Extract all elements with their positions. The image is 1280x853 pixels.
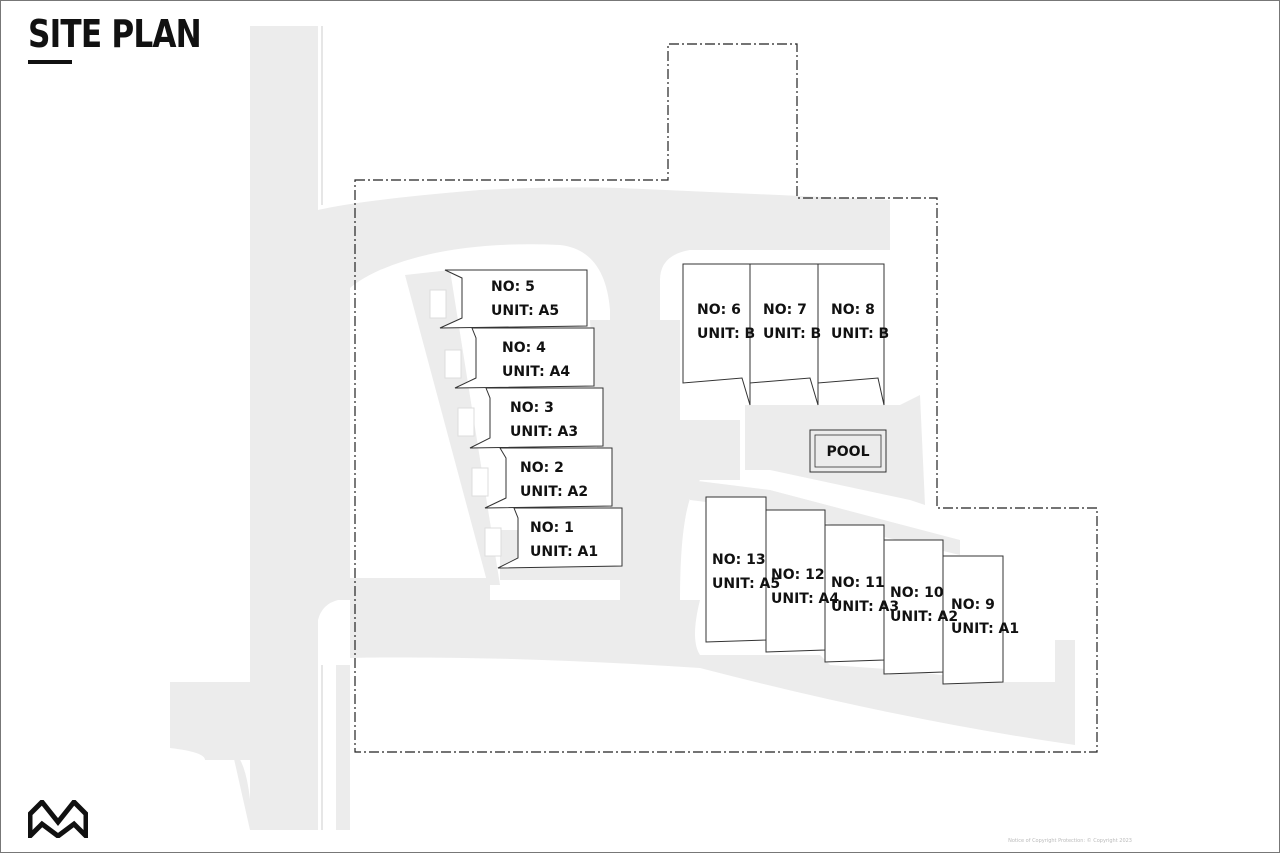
parking-stalls-west — [429, 289, 502, 557]
unit-number-label: NO: 13 — [712, 552, 766, 568]
building-unit-8 — [817, 263, 885, 406]
unit-type-label: UNIT: A2 — [520, 484, 588, 500]
building-unit-13 — [705, 496, 767, 643]
road-flare-bottom — [232, 750, 252, 830]
building-unit-2 — [484, 447, 613, 509]
unit-number-label: NO: 10 — [890, 585, 944, 601]
buildings — [439, 263, 1004, 685]
pool-label: POOL — [827, 444, 870, 460]
unit-number-label: NO: 9 — [951, 597, 995, 613]
pool — [809, 429, 887, 473]
unit-type-label: UNIT: A5 — [491, 303, 559, 319]
unit-number-label: NO: 12 — [771, 567, 825, 583]
building-unit-6 — [682, 263, 751, 406]
side-lane — [336, 665, 350, 830]
property-boundary — [354, 43, 1098, 753]
unit-number-label: NO: 4 — [502, 340, 546, 356]
top-driveway — [318, 187, 890, 601]
unit-number-label: NO: 11 — [831, 575, 885, 591]
unit-type-label: UNIT: A3 — [831, 599, 899, 615]
pool-inner-edge — [814, 434, 882, 468]
main-road — [170, 26, 350, 830]
title-block: SITE PLAN — [28, 12, 239, 64]
building-unit-3 — [469, 387, 604, 449]
unit-number-label: NO: 2 — [520, 460, 564, 476]
title-underline — [28, 60, 72, 64]
building-unit-1 — [497, 507, 623, 569]
building-unit-9 — [942, 555, 1004, 685]
unit-type-label: UNIT: B — [763, 326, 821, 342]
inner-loop-road — [405, 270, 500, 585]
building-unit-7 — [749, 263, 819, 406]
copyright-notice: Notice of Copyright Protection: © Copyri… — [1008, 838, 1132, 844]
unit-type-label: UNIT: A4 — [502, 364, 570, 380]
unit-type-label: UNIT: A2 — [890, 609, 958, 625]
unit-number-label: NO: 7 — [763, 302, 807, 318]
unit-number-label: NO: 8 — [831, 302, 875, 318]
building-unit-4 — [454, 327, 595, 389]
road-flare-left — [170, 682, 250, 760]
brand-logo-icon — [28, 800, 88, 838]
bottom-driveway — [350, 600, 1075, 745]
unit-number-label: NO: 1 — [530, 520, 574, 536]
unit-type-label: UNIT: A4 — [771, 591, 839, 607]
unit-type-label: UNIT: B — [831, 326, 889, 342]
unit-number-label: NO: 5 — [491, 279, 535, 295]
page-title: SITE PLAN — [28, 12, 202, 56]
unit-number-label: NO: 6 — [697, 302, 741, 318]
unit-number-label: NO: 3 — [510, 400, 554, 416]
unit-type-label: UNIT: A5 — [712, 576, 780, 592]
building-unit-5 — [439, 269, 588, 329]
unit-type-label: UNIT: A1 — [951, 621, 1019, 637]
unit-type-label: UNIT: B — [697, 326, 755, 342]
unit-type-label: UNIT: A1 — [530, 544, 598, 560]
unit-type-label: UNIT: A3 — [510, 424, 578, 440]
